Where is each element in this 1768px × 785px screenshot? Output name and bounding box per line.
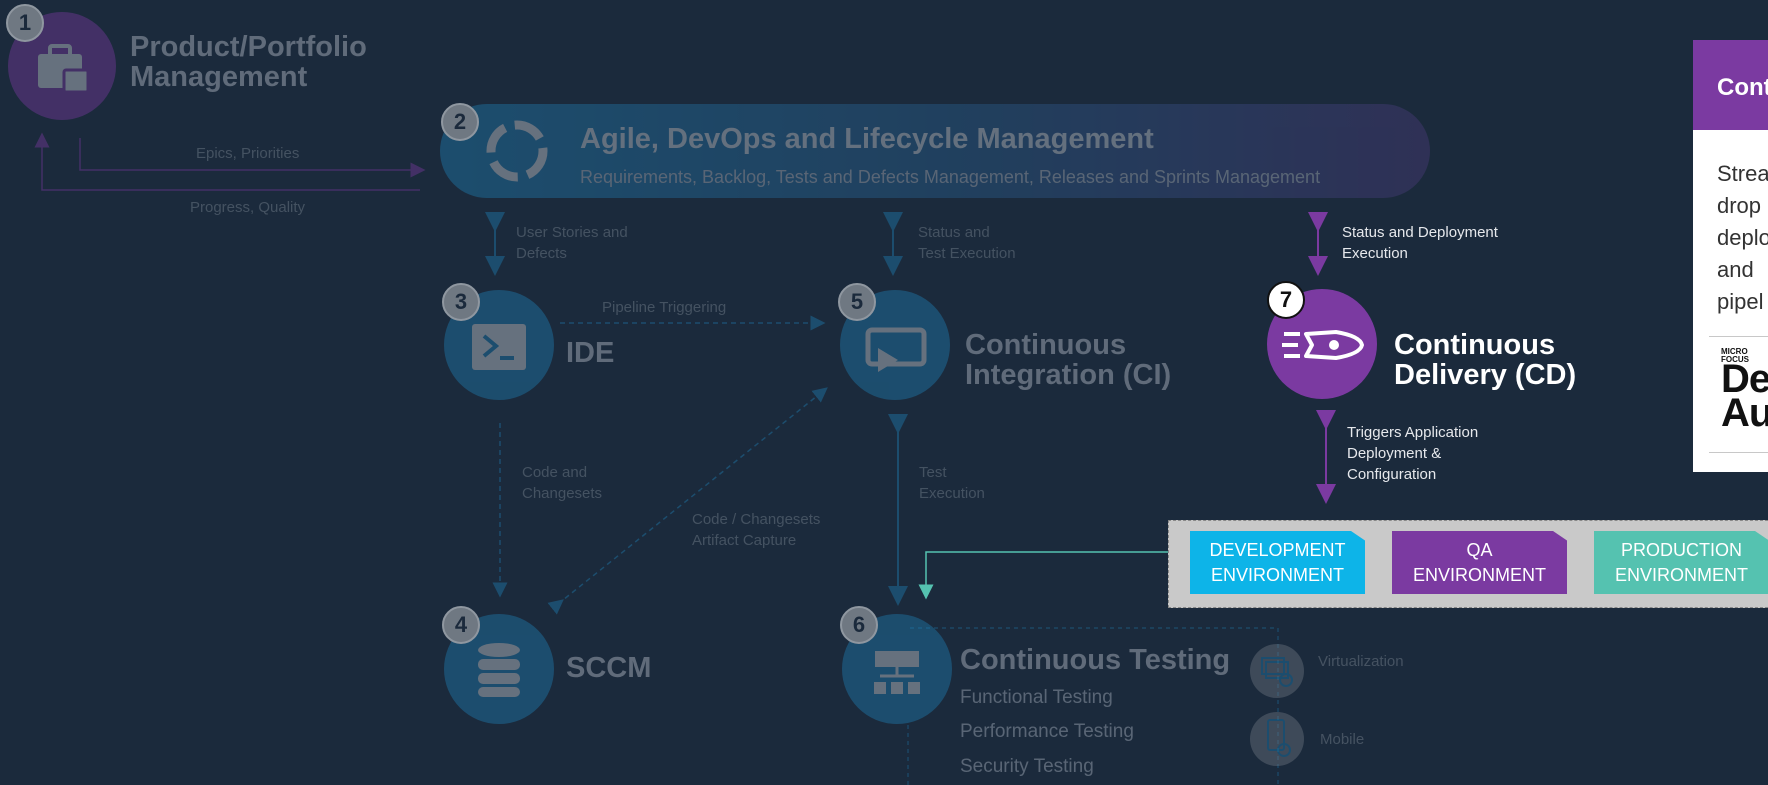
agile-title: Agile, DevOps and Lifecycle Management <box>580 123 1154 155</box>
mobile-circle <box>1250 712 1304 766</box>
teal-connector <box>918 551 1168 600</box>
badge-7: 7 <box>1267 281 1305 319</box>
mobile-icon <box>1267 719 1291 757</box>
ide-title: IDE <box>566 337 615 369</box>
ct-item-functional: Functional Testing <box>960 687 1113 708</box>
pipeline-label: Pipeline Triggering <box>602 299 727 316</box>
progress-label: Progress, Quality <box>190 199 306 216</box>
agile-pill <box>440 104 1430 198</box>
panel-divider-top <box>1709 336 1768 337</box>
badge-6: 6 <box>840 606 878 644</box>
product-logo: DepAut <box>1721 357 1768 435</box>
panel-title: Cont <box>1717 74 1768 101</box>
epics-label: Epics, Priorities <box>196 145 300 162</box>
virtualization-icon <box>1261 657 1293 687</box>
terminal-icon <box>472 324 526 370</box>
sccm-title: SCCM <box>566 652 652 684</box>
badge-3: 3 <box>442 283 480 321</box>
database-icon <box>478 643 520 697</box>
virtualization-circle <box>1250 644 1304 698</box>
epics-arrow <box>79 138 426 178</box>
ct-item-security: Security Testing <box>960 756 1094 777</box>
badge-4: 4 <box>442 606 480 644</box>
monitor-play-icon <box>865 327 927 372</box>
virtualization-label: Virtualization <box>1318 653 1404 670</box>
rocket-icon <box>1282 330 1364 360</box>
mobile-label: Mobile <box>1320 731 1365 748</box>
agile-subtitle: Requirements, Backlog, Tests and Defects… <box>580 167 1321 187</box>
sitemap-icon <box>874 651 920 694</box>
testing-dashed-box <box>907 627 1279 785</box>
progress-arrow <box>34 132 420 191</box>
code-artifact-arrow <box>547 387 828 615</box>
badge-5: 5 <box>838 283 876 321</box>
ct-title: Continuous Testing <box>960 644 1231 676</box>
badge-1: 1 <box>6 4 44 42</box>
briefcase-icon <box>38 44 90 94</box>
ct-item-performance: Performance Testing <box>960 721 1134 742</box>
panel-header: Cont <box>1693 40 1768 130</box>
badge-2: 2 <box>441 103 479 141</box>
panel-divider-bottom <box>1709 452 1768 453</box>
cycle-icon <box>486 120 548 182</box>
